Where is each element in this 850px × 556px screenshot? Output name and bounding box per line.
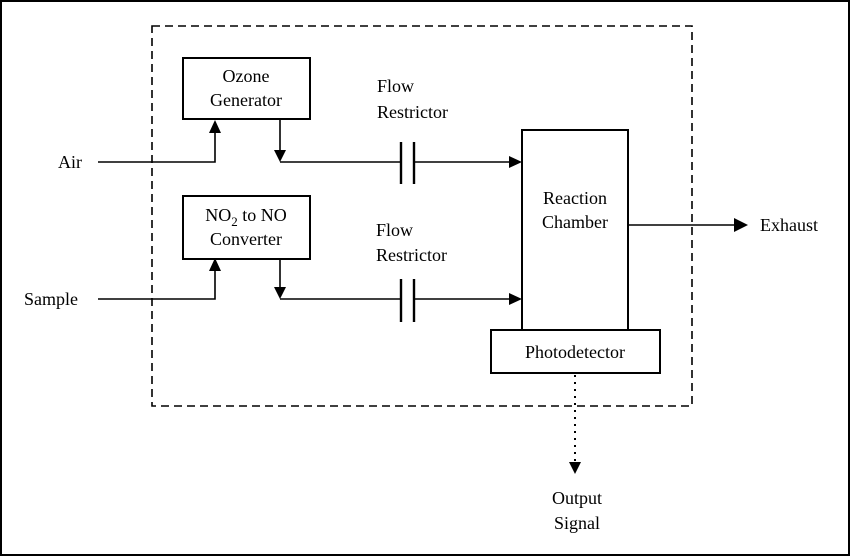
- converter-down-arrowhead: [274, 287, 286, 299]
- ozone-generator-block: [182, 57, 311, 120]
- exhaust-label: Exhaust: [760, 215, 818, 235]
- air-label: Air: [58, 152, 82, 172]
- upper-restrictor-label-2: Restrictor: [377, 102, 448, 122]
- exhaust-arrowhead: [734, 218, 748, 232]
- sample-label: Sample: [24, 289, 78, 309]
- lower-chamber-arrowhead: [509, 293, 522, 305]
- converter-block: [182, 195, 311, 260]
- photodetector-block: [490, 329, 661, 374]
- reaction-chamber-label-1: Reaction: [543, 188, 607, 208]
- lower-restrictor-label-1: Flow: [376, 220, 413, 240]
- ozone-generator-label-1: Ozone: [223, 66, 270, 86]
- photodetector-label: Photodetector: [525, 342, 625, 362]
- upper-restrictor-label-1: Flow: [377, 76, 414, 96]
- signal-arrowhead: [569, 462, 581, 474]
- upper-chamber-arrowhead: [509, 156, 522, 168]
- output-signal-label-1: Output: [552, 488, 602, 508]
- output-signal-label-2: Signal: [554, 513, 600, 533]
- air-arrowhead: [209, 120, 221, 133]
- lower-restrictor-label-2: Restrictor: [376, 245, 447, 265]
- ozone-generator-label-2: Generator: [210, 90, 282, 110]
- air-line: [98, 131, 216, 163]
- reaction-chamber-block: [521, 129, 629, 334]
- reaction-chamber-label-2: Chamber: [542, 212, 608, 232]
- analyzer-enclosure: [151, 25, 693, 407]
- sample-arrowhead: [209, 258, 221, 271]
- converter-label-2: Converter: [210, 229, 282, 249]
- ozone-down-arrowhead: [274, 150, 286, 162]
- sample-line: [98, 269, 216, 300]
- converter-label-1: NO2 to NO: [205, 205, 287, 229]
